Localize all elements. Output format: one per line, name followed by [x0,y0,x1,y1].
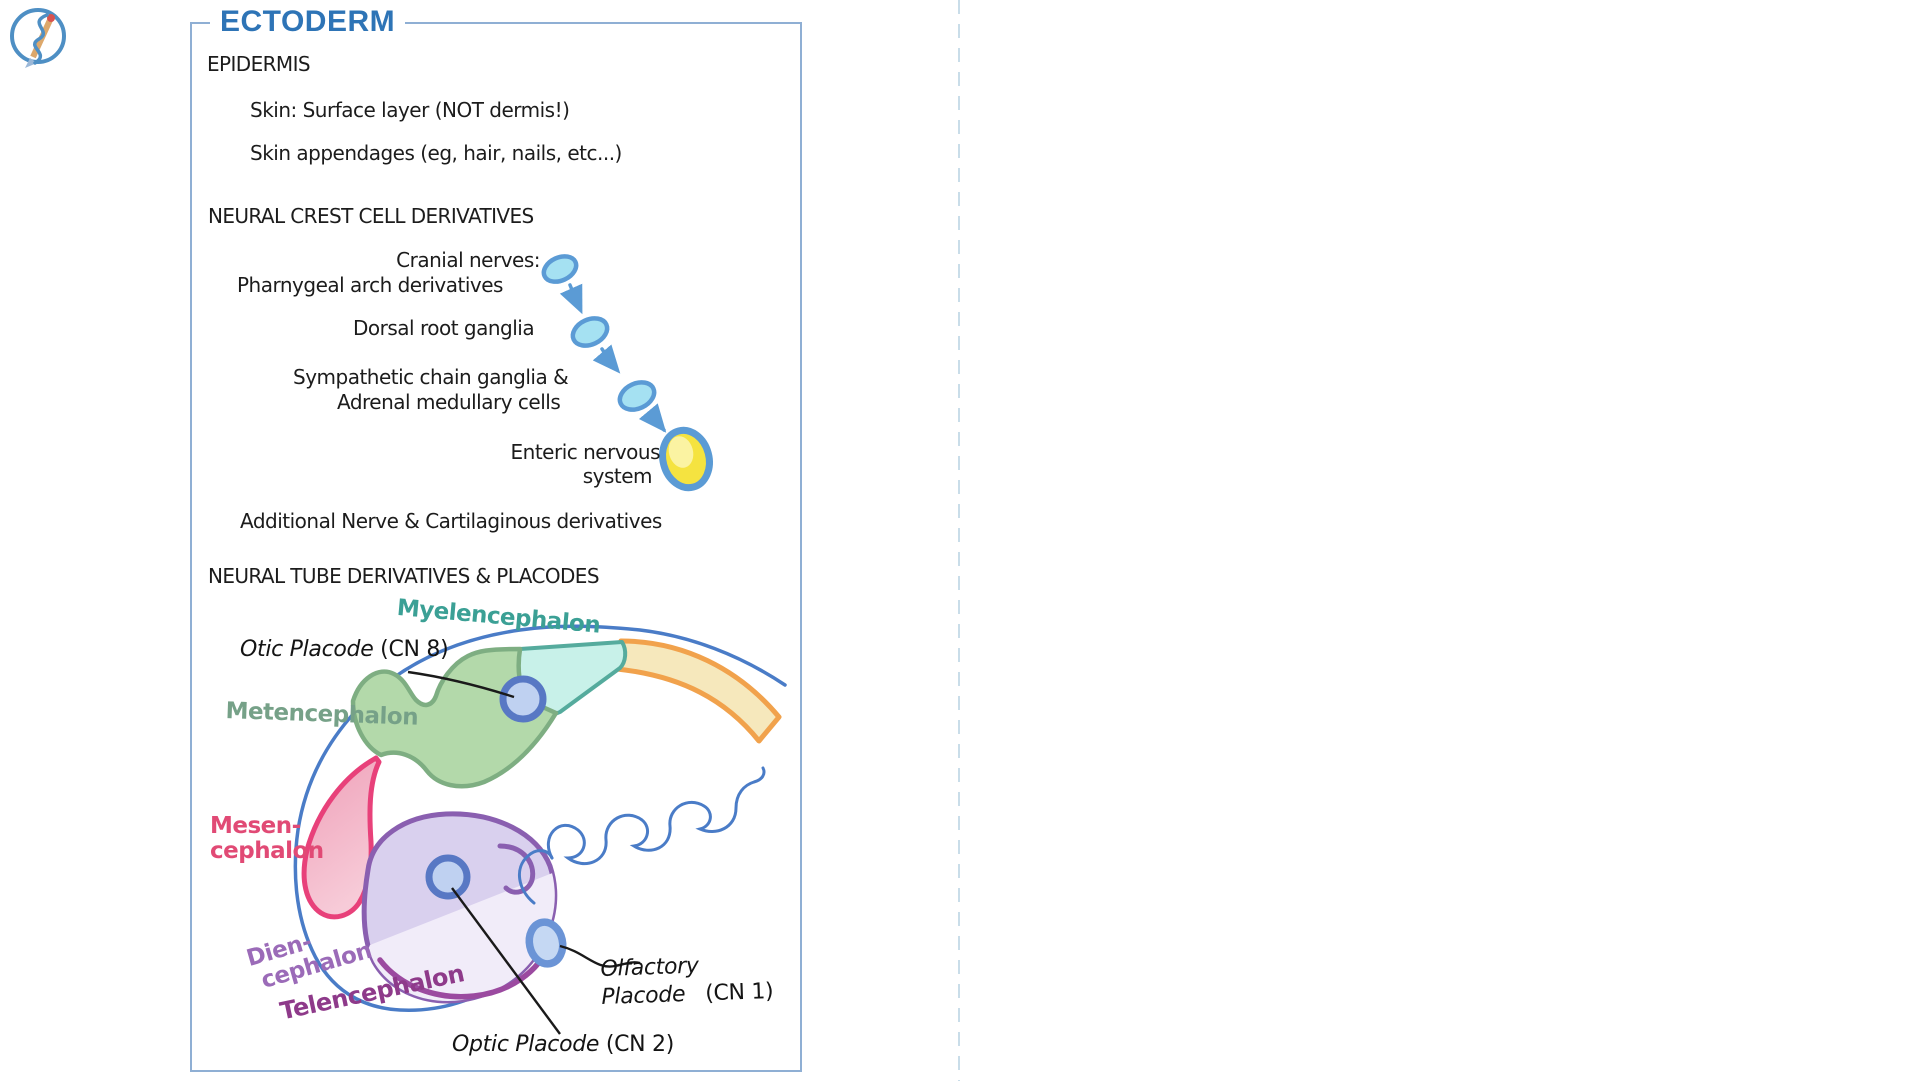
telencephalon-border [377,941,553,1000]
cranial-nerves-label-line2: Pharnygeal arch derivatives [237,273,503,297]
enteric-cell [659,426,713,492]
olfactory-label-line2: Placode (CN 1) [601,978,774,1012]
otic-placode-circle [499,675,547,723]
enteric-label-line1: Enteric nervous [510,440,661,464]
mesencephalon-label-line1: Mesen- [210,813,301,839]
metencephalon-region [350,646,559,789]
dorsal-root-ganglia-label: Dorsal root ganglia [353,316,535,340]
otic-placode-label: Otic Placode (CN 8) [240,637,449,662]
otic-pointer-line [407,670,515,699]
mesencephalon-label-line2: cephalon [210,838,324,864]
optic-placode-circle [425,854,471,900]
neural-crest-heading: NEURAL CREST CELL DERIVATIVES [208,204,534,228]
stomodeum-curve [518,849,554,905]
mesencephalon-label: Mesen- cephalon [210,814,324,864]
otic-placode-label-italic: Otic Placode [240,637,374,662]
crest-cell-3 [617,380,657,412]
sympathetic-label-line2: Adrenal medullary cells [337,390,561,414]
optic-placode-cn: (CN 2) [605,1032,675,1057]
ectoderm-panel [190,22,802,1072]
crest-cell-2 [570,316,610,348]
cranial-nerves-label-line1: Cranial nerves: [396,248,540,272]
mesencephalon-region [301,755,382,920]
skin-surface-line: Skin: Surface layer (NOT dermis!) [250,98,570,122]
embryo-outline [293,624,787,1012]
crest-cell-1 [541,254,579,284]
dashed-arrow-2 [592,344,621,374]
epidermis-heading: EPIDERMIS [207,52,311,76]
enteric-label-line2: system [582,464,653,488]
otic-placode-cn: (CN 8) [380,637,449,662]
rod-of-asclepius-pencil-icon [10,8,66,68]
neural-tube-band [614,638,782,744]
optic-placode-label: Optic Placode (CN 2) [452,1032,674,1057]
panel-title: ECTODERM [210,5,406,39]
optic-pointer-line [451,887,561,1035]
sympathetic-label-line1: Sympathetic chain ganglia & [293,365,569,389]
dashed-arrow-1 [559,283,583,315]
migration-arrows [559,283,667,433]
olfactory-label-line2-italic: Placode [601,982,686,1010]
olfactory-pointer-line [559,944,641,968]
skin-appendages-line: Skin appendages (eg, hair, nails, etc...… [250,141,622,165]
diencephalon-swirl [497,843,536,895]
olfactory-placode-label: Olfactory Placode(CN 1) [600,950,774,1012]
additional-derivatives-line: Additional Nerve & Cartilaginous derivat… [240,509,662,533]
enteric-cell-highlight [668,436,694,468]
olfactory-placode-oval [525,918,567,968]
dashed-arrow-3 [638,403,667,433]
neural-tube-heading: NEURAL TUBE DERIVATIVES & PLACODES [208,564,600,588]
optic-placode-label-italic: Optic Placode [452,1032,600,1057]
pharyngeal-squiggle [546,766,766,866]
olfactory-cn: (CN 1) [704,978,774,1007]
